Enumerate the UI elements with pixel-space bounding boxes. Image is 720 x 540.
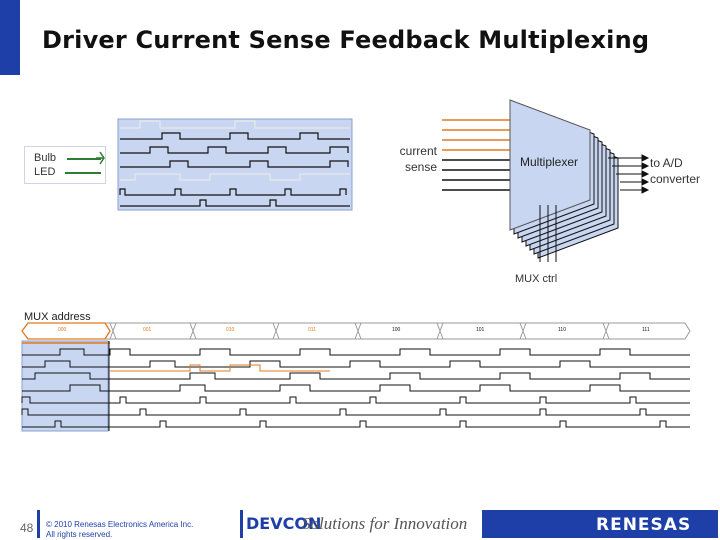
copyright: © 2010 Renesas Electronics America Inc. … xyxy=(46,520,193,540)
address-code: 000 xyxy=(58,327,67,333)
mux-address-bus xyxy=(21,322,691,340)
address-code: 101 xyxy=(476,327,485,333)
brand-banner xyxy=(482,510,718,538)
current-waveforms xyxy=(119,120,350,207)
page-number: 48 xyxy=(20,521,34,535)
devcon-logo: DEVCON xyxy=(246,514,322,533)
mux-address-label: MUX address xyxy=(24,311,91,323)
slide-title: Driver Current Sense Feedback Multiplexi… xyxy=(42,26,650,54)
legend-bulb-line xyxy=(67,158,101,160)
to-ad-converter-label: to A/D converter xyxy=(650,156,701,186)
copyright-line2: All rights reserved. xyxy=(46,530,113,539)
mux-ctrl-lines xyxy=(539,205,557,262)
address-code: 001 xyxy=(143,327,152,333)
left-accent-bar xyxy=(0,0,20,75)
timing-highlight xyxy=(21,340,109,432)
tagline: Solutions for Innovation xyxy=(302,514,468,533)
multiplexer-stack xyxy=(509,99,619,259)
mux-output-arrows xyxy=(608,154,650,194)
legend: Bulb LED xyxy=(24,146,106,184)
current-sense-label: current sense xyxy=(399,144,437,174)
multiplexer-label: Multiplexer xyxy=(520,155,579,169)
legend-led-line xyxy=(65,172,101,174)
address-code: 111 xyxy=(642,327,650,333)
address-code: 011 xyxy=(308,327,316,333)
address-code: 010 xyxy=(226,327,235,333)
lower-timing-waveforms xyxy=(21,348,690,428)
renesas-logo: RENESAS xyxy=(596,515,692,535)
mux-input-arrows xyxy=(442,117,518,193)
mux-ctrl-label: MUX ctrl xyxy=(515,273,558,285)
legend-bulb-label: Bulb xyxy=(34,152,57,164)
footer-divider xyxy=(240,510,243,538)
address-code: 100 xyxy=(392,327,401,333)
diagram-graphics xyxy=(21,99,691,432)
legend-led-label: LED xyxy=(34,166,56,178)
address-code: 110 xyxy=(558,327,566,333)
copyright-line1: © 2010 Renesas Electronics America Inc. xyxy=(46,520,194,529)
footer-divider xyxy=(37,510,40,538)
